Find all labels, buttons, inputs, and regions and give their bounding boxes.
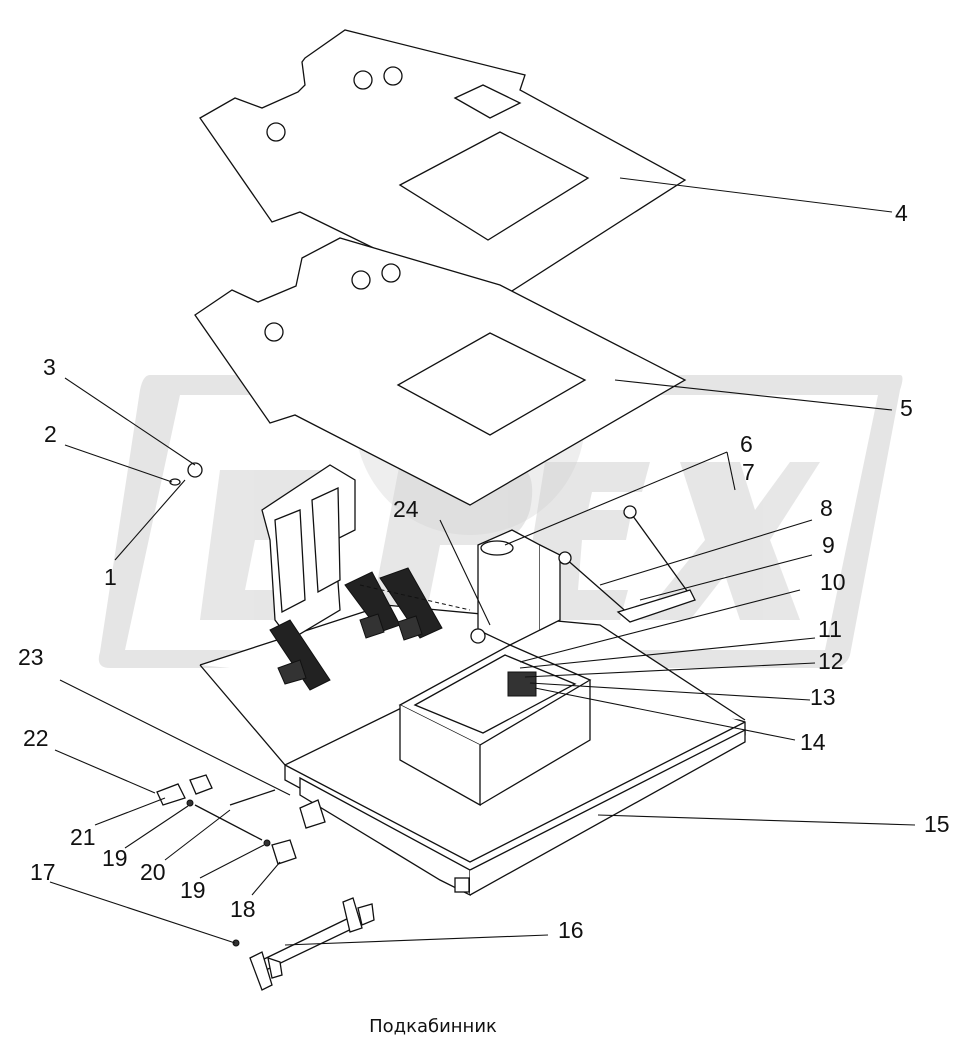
callout-10: 10 [820, 569, 846, 595]
callout-24: 24 [393, 496, 419, 522]
callout-12: 12 [818, 648, 844, 674]
callout-9: 9 [822, 532, 835, 558]
callout-19-left: 19 [102, 845, 128, 871]
callout-1: 1 [104, 564, 117, 590]
callout-17: 17 [30, 859, 56, 885]
levers [507, 505, 696, 697]
callout-6: 6 [740, 431, 753, 457]
pedal-bracket [261, 464, 471, 691]
callout-22: 22 [23, 725, 49, 751]
floor-mat-lower [194, 237, 687, 506]
callout-16: 16 [558, 917, 584, 943]
leader-lines [49, 177, 916, 946]
callout-20: 20 [140, 859, 166, 885]
callout-3: 3 [43, 354, 56, 380]
callout-4: 4 [895, 200, 908, 226]
callout-11: 11 [818, 616, 842, 642]
torsion-shaft [232, 897, 375, 991]
callout-7: 7 [742, 459, 755, 485]
callout-labels: 1 2 3 4 5 6 7 8 9 10 11 12 13 14 15 16 1… [18, 200, 950, 943]
floor-mat-upper [199, 29, 687, 306]
callout-15: 15 [924, 811, 950, 837]
callout-8: 8 [820, 495, 833, 521]
callout-21: 21 [70, 824, 96, 850]
small-fasteners [169, 462, 203, 486]
diagram-caption: Подкабинник [369, 1016, 497, 1037]
callout-23: 23 [18, 644, 44, 670]
callout-2: 2 [44, 421, 57, 447]
rod-assembly [156, 774, 326, 865]
callout-19-right: 19 [180, 877, 206, 903]
callout-13: 13 [810, 684, 836, 710]
callout-18: 18 [230, 896, 256, 922]
hydraulic-unit [470, 529, 561, 646]
callout-5: 5 [900, 395, 913, 421]
callout-14: 14 [800, 729, 826, 755]
